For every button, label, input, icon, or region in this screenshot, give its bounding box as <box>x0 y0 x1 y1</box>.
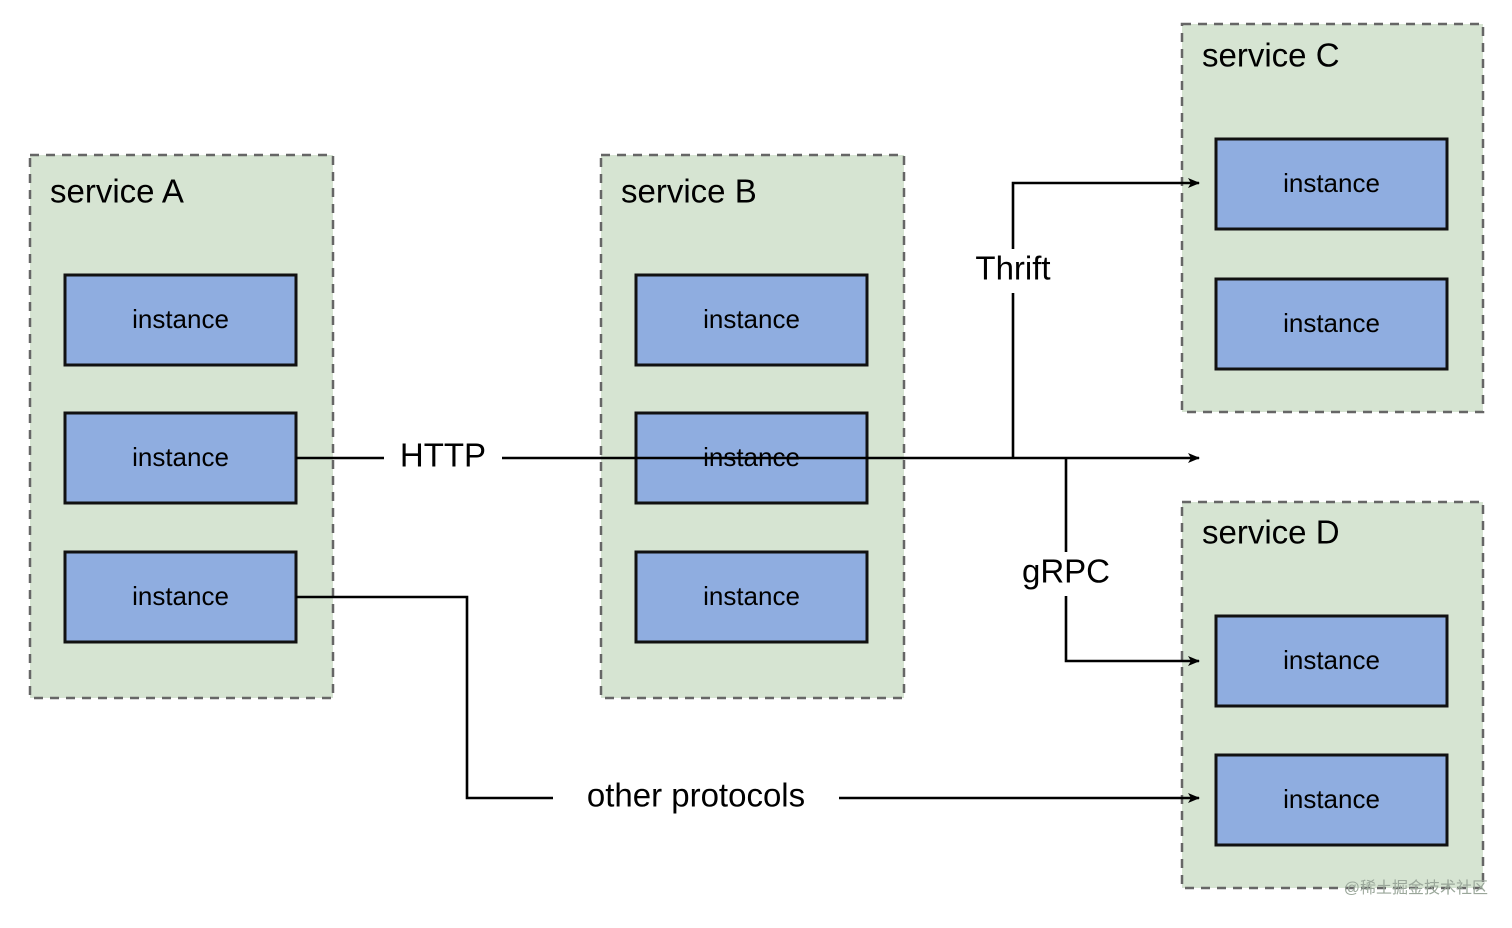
instance-label: instance <box>703 304 800 334</box>
instance-node[interactable]: instance <box>63 411 298 505</box>
instance-box[interactable] <box>63 273 298 367</box>
edge-label: gRPC <box>1022 553 1110 590</box>
service-title-service-c: service C <box>1202 37 1340 74</box>
instance-box[interactable] <box>634 273 869 367</box>
instance-node[interactable]: instance <box>1214 614 1449 708</box>
service-group-service-c: service C instance instance <box>1180 22 1485 414</box>
service-title-service-a: service A <box>50 173 184 210</box>
instance-label: instance <box>132 442 229 472</box>
watermark-text: @稀土掘金技术社区 <box>1344 879 1488 897</box>
instance-label: instance <box>1283 645 1380 675</box>
instance-box[interactable] <box>1214 614 1449 708</box>
instance-box[interactable] <box>63 550 298 644</box>
instance-label: instance <box>1283 308 1380 338</box>
instance-label: instance <box>1283 784 1380 814</box>
instance-box[interactable] <box>1214 277 1449 371</box>
service-title-service-b: service B <box>621 173 757 210</box>
instance-node[interactable]: instance <box>1214 277 1449 371</box>
instance-label: instance <box>1283 168 1380 198</box>
watermark-layer: @稀土掘金技术社区 <box>1344 879 1488 897</box>
instance-node[interactable]: instance <box>63 273 298 367</box>
edge-edge-http: HTTP <box>296 436 1200 480</box>
edge-label-backdrop <box>553 776 839 820</box>
edge-edge-other-protocols: other protocols <box>296 595 1200 820</box>
instance-node[interactable]: instance <box>634 550 869 644</box>
edge-label: Thrift <box>975 250 1050 287</box>
edge-label-backdrop <box>1004 552 1128 596</box>
edge-path <box>1011 178 1200 458</box>
edges-layer: HTTP Thrift gRPC other protocols <box>296 178 1200 820</box>
instance-label: instance <box>132 581 229 611</box>
instance-box[interactable] <box>1214 137 1449 231</box>
services-layer: service Ainstanceinstanceinstanceservice… <box>28 22 1485 890</box>
instance-node[interactable]: instance <box>63 550 298 644</box>
instance-label: instance <box>132 304 229 334</box>
service-group-service-a: service A instance instance instance <box>28 153 335 700</box>
instance-box[interactable] <box>63 411 298 505</box>
edge-label-backdrop <box>961 249 1065 293</box>
edge-label: other protocols <box>587 777 805 814</box>
instance-box[interactable] <box>1214 753 1449 847</box>
instance-label: instance <box>703 581 800 611</box>
edge-label-backdrop <box>384 436 502 480</box>
instance-box[interactable] <box>634 550 869 644</box>
instance-node[interactable]: instance <box>634 273 869 367</box>
instance-node[interactable]: instance <box>1214 137 1449 231</box>
edge-edge-grpc: gRPC <box>1004 458 1200 666</box>
edge-label: HTTP <box>400 437 486 474</box>
instance-node[interactable]: instance <box>1214 753 1449 847</box>
service-title-service-d: service D <box>1202 514 1340 551</box>
service-group-service-d: service D instance instance <box>1180 500 1485 890</box>
edge-edge-thrift: Thrift <box>961 178 1200 458</box>
edge-path <box>1064 458 1200 666</box>
